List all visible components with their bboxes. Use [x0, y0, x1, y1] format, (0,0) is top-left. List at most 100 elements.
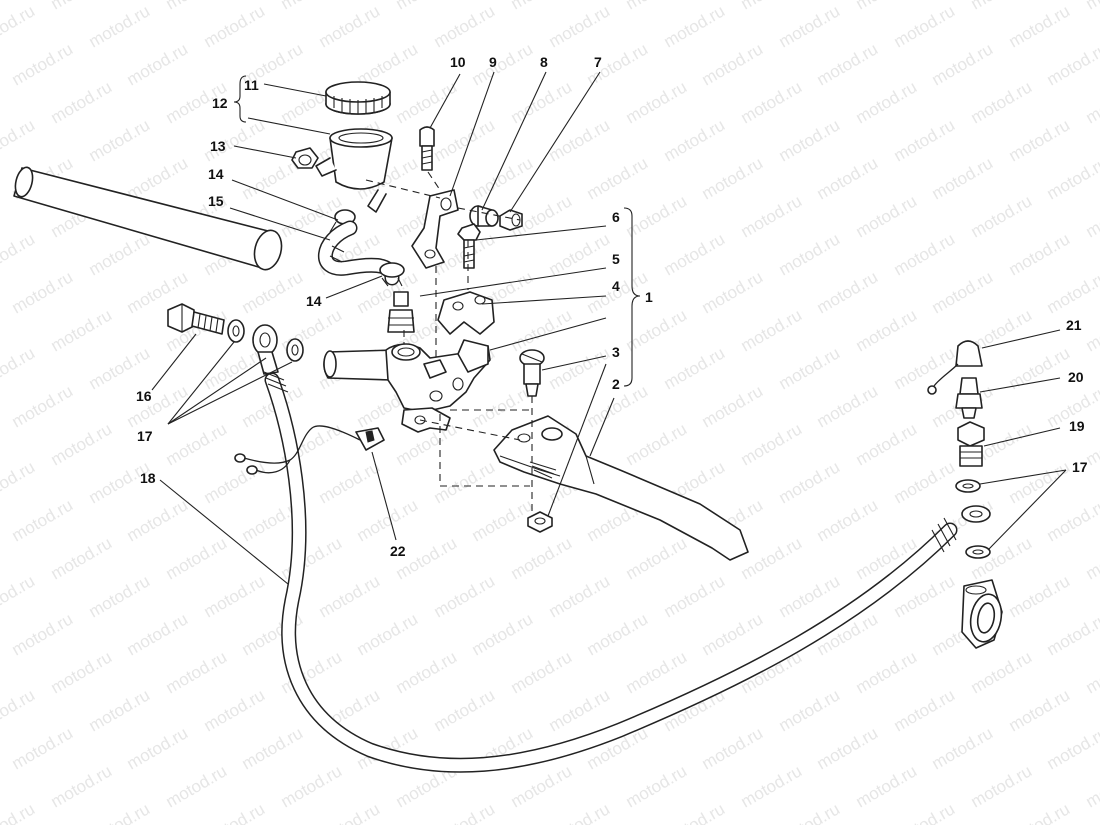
watermark-text: motod.ru [929, 723, 997, 773]
watermark-text: motod.ru [1044, 153, 1100, 203]
copper-washer-right-2 [966, 546, 990, 558]
watermark-text: motod.ru [1006, 229, 1074, 279]
watermark-text: motod.ru [48, 305, 116, 355]
watermark-text: motod.ru [1083, 0, 1100, 13]
watermark-text: motod.ru [661, 115, 729, 165]
watermark-text: motod.ru [1044, 609, 1100, 659]
watermark-text: motod.ru [354, 495, 422, 545]
watermark-text: motod.ru [0, 229, 38, 279]
copper-washer-left-1 [228, 320, 244, 342]
watermark-text: motod.ru [278, 0, 346, 13]
watermark-text: motod.ru [1083, 191, 1100, 241]
watermark-text: motod.ru [1083, 647, 1100, 697]
watermark-text: motod.ru [1006, 685, 1074, 735]
watermark-text: motod.ru [776, 457, 844, 507]
watermark-text: motod.ru [929, 153, 997, 203]
watermark-text: motod.ru [661, 571, 729, 621]
watermark-text: motod.ru [891, 457, 959, 507]
watermark-text: motod.ru [163, 761, 231, 811]
callout-21: 21 [1066, 317, 1082, 333]
watermark-text: motod.ru [699, 39, 767, 89]
watermark-text: motod.ru [469, 495, 537, 545]
watermark-text: motod.ru [968, 647, 1036, 697]
watermark-text: motod.ru [201, 457, 269, 507]
watermark-text: motod.ru [431, 799, 499, 825]
watermark-text: motod.ru [1006, 799, 1074, 825]
watermark-text: motod.ru [738, 0, 806, 13]
watermark-text: motod.ru [431, 571, 499, 621]
watermark-text: motod.ru [699, 723, 767, 773]
watermark-text: motod.ru [0, 115, 38, 165]
watermark-text: motod.ru [163, 533, 231, 583]
watermark-text: motod.ru [738, 305, 806, 355]
watermark-text: motod.ru [968, 0, 1036, 13]
watermark-text: motod.ru [661, 1, 729, 51]
callout-20: 20 [1068, 369, 1084, 385]
watermark-text: motod.ru [9, 723, 77, 773]
watermark-text: motod.ru [814, 723, 882, 773]
watermark-text: motod.ru [316, 571, 384, 621]
callout-13: 13 [210, 138, 226, 154]
watermark-text: motod.ru [661, 343, 729, 393]
watermark-text: motod.ru [48, 77, 116, 127]
watermark-text: motod.ru [9, 609, 77, 659]
callout-14-upper: 14 [208, 166, 224, 182]
callout-9: 9 [489, 54, 497, 70]
handlebar-clamp [438, 292, 494, 334]
watermark-text: motod.ru [1006, 571, 1074, 621]
bushing-8 [470, 206, 498, 226]
watermark-text: motod.ru [239, 267, 307, 317]
callout-5: 5 [612, 251, 620, 267]
watermark-text: motod.ru [738, 191, 806, 241]
watermark-text: motod.ru [86, 571, 154, 621]
watermark-text: motod.ru [86, 115, 154, 165]
watermark-text: motod.ru [776, 799, 844, 825]
callout-22: 22 [390, 543, 406, 559]
watermark-text: motod.ru [546, 685, 614, 735]
watermark-text: motod.ru [623, 191, 691, 241]
watermark-text: motod.ru [891, 229, 959, 279]
watermark-text: motod.ru [1006, 457, 1074, 507]
watermark-text: motod.ru [1083, 533, 1100, 583]
watermark-text: motod.ru [508, 305, 576, 355]
watermark-text: motod.ru [316, 799, 384, 825]
watermark-text: motod.ru [738, 419, 806, 469]
watermark-text: motod.ru [699, 153, 767, 203]
watermark-text: motod.ru [623, 305, 691, 355]
watermark-text: motod.ru [0, 457, 38, 507]
watermark-text: motod.ru [853, 419, 921, 469]
watermark-text: motod.ru [623, 533, 691, 583]
watermark-text: motod.ru [48, 0, 116, 13]
watermark-text: motod.ru [891, 343, 959, 393]
watermark-text: motod.ru [699, 267, 767, 317]
watermark-text: motod.ru [584, 153, 652, 203]
watermark-text: motod.ru [201, 571, 269, 621]
callout-1: 1 [645, 289, 653, 305]
watermark-text: motod.ru [623, 647, 691, 697]
callout-18: 18 [140, 470, 156, 486]
watermark-text: motod.ru [814, 381, 882, 431]
watermark-text: motod.ru [623, 77, 691, 127]
callout-19: 19 [1069, 418, 1085, 434]
watermark-text: motod.ru [584, 609, 652, 659]
watermark-text: motod.ru [316, 1, 384, 51]
watermark-text: motod.ru [929, 39, 997, 89]
banjo-fitting-right [962, 506, 990, 522]
watermark-text: motod.ru [814, 495, 882, 545]
watermark-text: motod.ru [9, 495, 77, 545]
watermark-text: motod.ru [891, 685, 959, 735]
watermark-text: motod.ru [0, 799, 38, 825]
watermark-text: motod.ru [546, 799, 614, 825]
watermark-text: motod.ru [431, 457, 499, 507]
watermark-text: motod.ru [891, 799, 959, 825]
watermark-text: motod.ru [814, 267, 882, 317]
master-cylinder-body [324, 340, 490, 432]
watermark-text: motod.ru [699, 381, 767, 431]
watermark-text: motod.ru [508, 761, 576, 811]
watermark-text: motod.ru [1083, 305, 1100, 355]
callout-17-right: 17 [1072, 459, 1088, 475]
watermark-text: motod.ru [431, 685, 499, 735]
watermark-text: motod.ru [1006, 1, 1074, 51]
